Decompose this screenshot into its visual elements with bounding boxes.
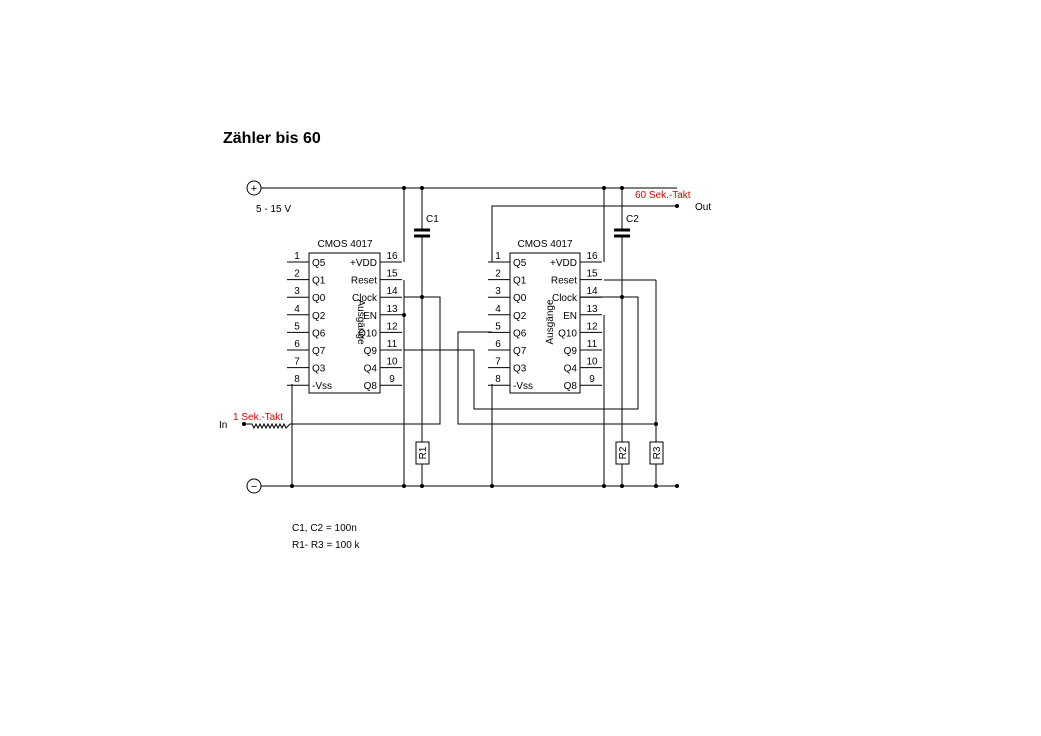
ic2-pin-name: Q10 xyxy=(558,328,577,339)
ic1-pin-name: Clock xyxy=(352,293,378,304)
page-title: Zähler bis 60 xyxy=(223,130,321,147)
ic2-pin-number: 12 xyxy=(586,321,598,332)
output-signal-label: 60 Sek.-Takt xyxy=(635,190,691,201)
ic2-pin-name: Q4 xyxy=(564,364,578,375)
ic1-pin-name: Q3 xyxy=(312,364,326,375)
ic2-pin-name: Clock xyxy=(552,293,578,304)
ic2-pin-name: EN xyxy=(563,311,577,322)
ic1-pin-name: Q10 xyxy=(358,328,377,339)
ic1-pin-name: Q8 xyxy=(364,381,378,392)
ic2-body xyxy=(509,252,581,394)
ic1-pin-number: 8 xyxy=(294,374,300,385)
ic1-cmos4017: CMOS 4017 Ausgänge 1Q5 2Q1 3Q0 4Q2 5Q6 6Q7 7Q3… xyxy=(287,239,402,394)
ic1-pin-number: 5 xyxy=(294,321,300,332)
capacitor-c2: C2 xyxy=(614,188,639,442)
ic2-pin-number: 13 xyxy=(586,304,598,315)
ic2-pin-number: 6 xyxy=(495,339,501,350)
ic2-pin-number: 14 xyxy=(586,286,598,297)
resistor-r3: R3 xyxy=(649,280,664,486)
ic1-pin-number: 1 xyxy=(294,251,300,262)
ic1-pin-number: 10 xyxy=(386,357,398,368)
ic1-pin-number: 3 xyxy=(294,286,300,297)
ic2-cmos4017: CMOS 4017 Ausgänge 1Q5 2Q1 3Q0 4Q2 5Q6 6Q7 7Q3… xyxy=(488,239,602,394)
ic1-pin-name: Q9 xyxy=(364,346,378,357)
ic2-pin-name: Q9 xyxy=(564,346,578,357)
ic2-pin-number: 10 xyxy=(586,357,598,368)
ic1-pin-name: Q4 xyxy=(364,364,378,375)
ic2-name: CMOS 4017 xyxy=(517,239,572,250)
ic2-pin-number: 5 xyxy=(495,321,501,332)
ic1-pin-number: 16 xyxy=(386,251,398,262)
ic1-pin-name: EN xyxy=(363,311,377,322)
r1-label: R1 xyxy=(418,446,429,459)
ic2-pin-number: 4 xyxy=(495,304,501,315)
ic1-name: CMOS 4017 xyxy=(317,239,372,250)
ic2-pin-name: Q7 xyxy=(513,346,527,357)
ic1-pin-number: 4 xyxy=(294,304,300,315)
ic2-pin-number: 1 xyxy=(495,251,501,262)
ic2-pin-number: 9 xyxy=(589,374,595,385)
ic1-pin-number: 13 xyxy=(386,304,398,315)
r3-label: R3 xyxy=(652,446,663,459)
note-capacitors: C1, C2 = 100n xyxy=(292,523,357,534)
ic1-pin-name: Q2 xyxy=(312,311,326,322)
ic2-pin-name: Q2 xyxy=(513,311,527,322)
ic1-pin-name: Q6 xyxy=(312,328,326,339)
ic2-pin-number: 16 xyxy=(586,251,598,262)
resistor-r2: R2 xyxy=(615,441,630,486)
supply-rails: + 5 - 15 V − xyxy=(246,180,677,494)
ic2-pin-name: -Vss xyxy=(513,381,533,392)
ic2-pin-name: Q8 xyxy=(564,381,578,392)
minus-symbol: − xyxy=(251,481,257,493)
ic2-pin-number: 15 xyxy=(586,269,598,280)
c2-label: C2 xyxy=(626,214,639,225)
ic1-pin-name: Reset xyxy=(351,276,377,287)
ic1-pin-number: 14 xyxy=(386,286,398,297)
ic2-pin-number: 2 xyxy=(495,269,501,280)
note-resistors: R1- R3 = 100 k xyxy=(292,540,361,551)
ic1-pin-name: Q7 xyxy=(312,346,326,357)
ic1-pin-number: 12 xyxy=(386,321,398,332)
ic2-pin-name: Q5 xyxy=(513,258,527,269)
c1-label: C1 xyxy=(426,214,439,225)
ic1-pin-number: 2 xyxy=(294,269,300,280)
input-label: In xyxy=(219,420,227,431)
ic2-pin-name: Reset xyxy=(551,276,577,287)
ic2-outputs-label: Ausgänge xyxy=(545,299,556,344)
ic2-pin-number: 8 xyxy=(495,374,501,385)
output-label: Out xyxy=(695,202,711,213)
resistor-r1: R1 xyxy=(415,441,430,486)
ic2-pin-number: 3 xyxy=(495,286,501,297)
wiring xyxy=(244,187,677,486)
ic1-pin-name: +VDD xyxy=(350,258,377,269)
ic1-pin-number: 6 xyxy=(294,339,300,350)
ic2-pin-number: 11 xyxy=(587,339,598,350)
r2-label: R2 xyxy=(618,446,629,459)
ic1-outputs-label: Ausgänge xyxy=(355,299,366,344)
ic1-pin-name: Q0 xyxy=(312,293,326,304)
ic1-pin-number: 11 xyxy=(387,339,398,350)
junction-dots xyxy=(242,186,679,488)
ic2-pin-number: 7 xyxy=(495,357,501,368)
ic1-pin-name: Q5 xyxy=(312,258,326,269)
ic2-pin-name: Q3 xyxy=(513,364,527,375)
ic2-pin-name: Q0 xyxy=(513,293,527,304)
ic1-pin-number: 7 xyxy=(294,357,300,368)
ic2-pin-name: Q6 xyxy=(513,328,527,339)
ic1-pin-number: 15 xyxy=(386,269,398,280)
ic1-pin-number: 9 xyxy=(389,374,395,385)
ic1-body xyxy=(308,252,381,394)
plus-symbol: + xyxy=(251,183,257,195)
ic2-pin-name: Q1 xyxy=(513,276,527,287)
ic1-pin-name: Q1 xyxy=(312,276,326,287)
capacitor-c1: C1 xyxy=(414,188,439,442)
ic1-pin-name: -Vss xyxy=(312,381,332,392)
ic2-pin-name: +VDD xyxy=(550,258,577,269)
supply-voltage-label: 5 - 15 V xyxy=(256,204,291,215)
input-signal-label: 1 Sek.-Takt xyxy=(233,412,283,423)
